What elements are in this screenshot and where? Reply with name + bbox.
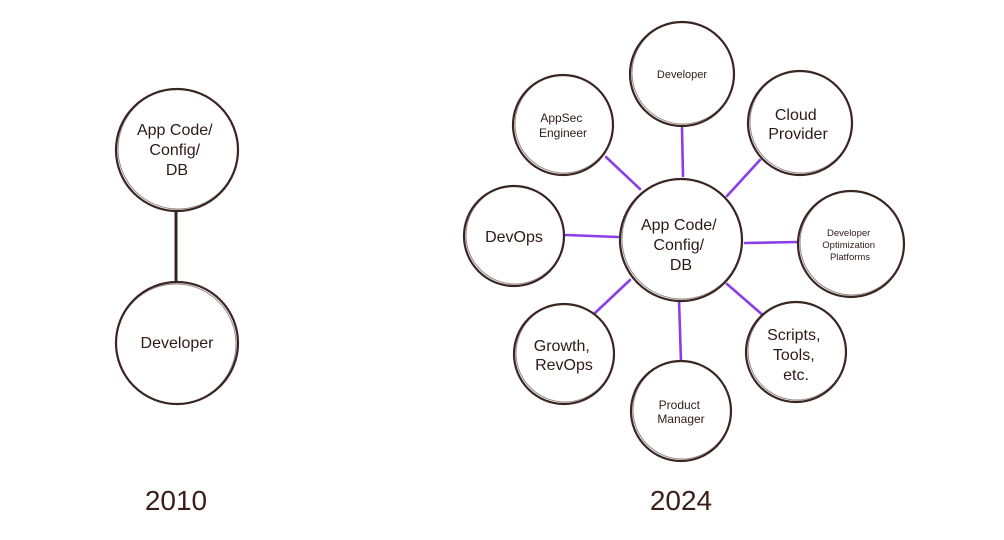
svg-text:Growth, RevOps: Growth, RevOps xyxy=(534,338,594,374)
node-2024-dop-line-1: Developer xyxy=(827,228,870,239)
node-2010-developer-label: Developer xyxy=(141,335,215,352)
edge-2024-growth xyxy=(593,278,632,315)
node-2024-scripts-line-1: Scripts, xyxy=(767,327,820,344)
node-2024-growth-line-2: RevOps xyxy=(535,357,593,374)
node-2024-dop-line-3: Platforms xyxy=(830,252,870,263)
edge-2024-dop xyxy=(743,240,800,245)
panel-2024: App Code/ Config/ DB Developer AppSec En… xyxy=(462,20,906,516)
node-2024-appsec-line-2: Engineer xyxy=(539,126,587,140)
edge-2024-pm xyxy=(677,298,683,364)
node-2024-scripts-line-3: etc. xyxy=(783,367,809,384)
node-2024-scripts-line-2: Tools, xyxy=(773,347,815,364)
node-2024-app-code-config-db: App Code/ Config/ DB xyxy=(618,177,744,303)
node-2024-developer: Developer xyxy=(628,20,736,128)
node-2024-appsec-engineer: AppSec Engineer xyxy=(511,73,615,177)
svg-text:Cloud Provider: Cloud Provider xyxy=(768,107,828,143)
edge-2024-scripts xyxy=(725,282,767,319)
node-2024-cloud-line-2: Provider xyxy=(768,126,828,143)
edge-2024-appsec xyxy=(604,155,642,191)
node-2010-developer: Developer xyxy=(114,280,240,406)
node-2010-app-code-config-db: App Code/ Config/ DB xyxy=(114,87,240,213)
node-2024-devops: DevOps xyxy=(462,184,566,288)
node-2024-cloud-provider: Cloud Provider xyxy=(746,69,854,177)
svg-text:Developer: Developer xyxy=(657,69,707,81)
node-2024-cloud-line-1: Cloud xyxy=(775,107,817,124)
year-label-2010: 2010 xyxy=(145,485,207,516)
svg-text:App Code/ Config/: App Code/ Config/ DB xyxy=(641,217,721,274)
edge-2024-cloud xyxy=(725,158,762,198)
panel-2010: App Code/ Config/ DB Developer 2010 xyxy=(114,87,240,516)
svg-text:DevOps: DevOps xyxy=(485,229,543,246)
node-2024-center-line-2: Config/ xyxy=(653,237,704,254)
node-2010-center-line-3: DB xyxy=(166,162,188,179)
node-2024-growth-line-1: Growth, xyxy=(534,338,590,355)
node-2010-center-line-1: App Code/ xyxy=(137,122,213,139)
node-2024-pm-line-1: Product xyxy=(659,398,701,412)
node-2024-scripts-tools-etc: Scripts, Tools, etc. xyxy=(744,300,848,404)
node-2024-pm-line-2: Manager xyxy=(657,412,704,426)
edge-2024-developer xyxy=(680,126,685,178)
svg-text:AppSec Engineer: AppSec Engineer xyxy=(539,111,587,140)
node-2024-product-manager: Product Manager xyxy=(629,359,733,463)
svg-text:Scripts, Tools,: Scripts, Tools, etc. xyxy=(767,327,825,384)
node-2024-growth-revops: Growth, RevOps xyxy=(512,302,616,406)
node-2024-developer-optimization-platforms: Developer Optimization Platforms xyxy=(796,189,906,299)
edge-2024-devops xyxy=(564,233,620,239)
node-2010-center-line-2: Config/ xyxy=(149,142,200,159)
svg-text:Developer: Developer xyxy=(141,335,215,352)
node-2024-center-line-1: App Code/ xyxy=(641,217,717,234)
svg-text:App Code/ Config/: App Code/ Config/ DB xyxy=(137,122,217,179)
node-2024-appsec-line-1: AppSec xyxy=(540,111,582,125)
node-2024-center-line-3: DB xyxy=(670,257,692,274)
year-label-2024: 2024 xyxy=(650,485,712,516)
node-2024-dop-line-2: Optimization xyxy=(822,240,875,251)
svg-text:Developer Optimization: Developer Optimization Platforms xyxy=(822,228,877,263)
svg-text:Product Manager: Product Manager xyxy=(657,398,704,426)
node-2024-developer-label: Developer xyxy=(657,69,707,81)
node-2024-devops-label: DevOps xyxy=(485,229,543,246)
